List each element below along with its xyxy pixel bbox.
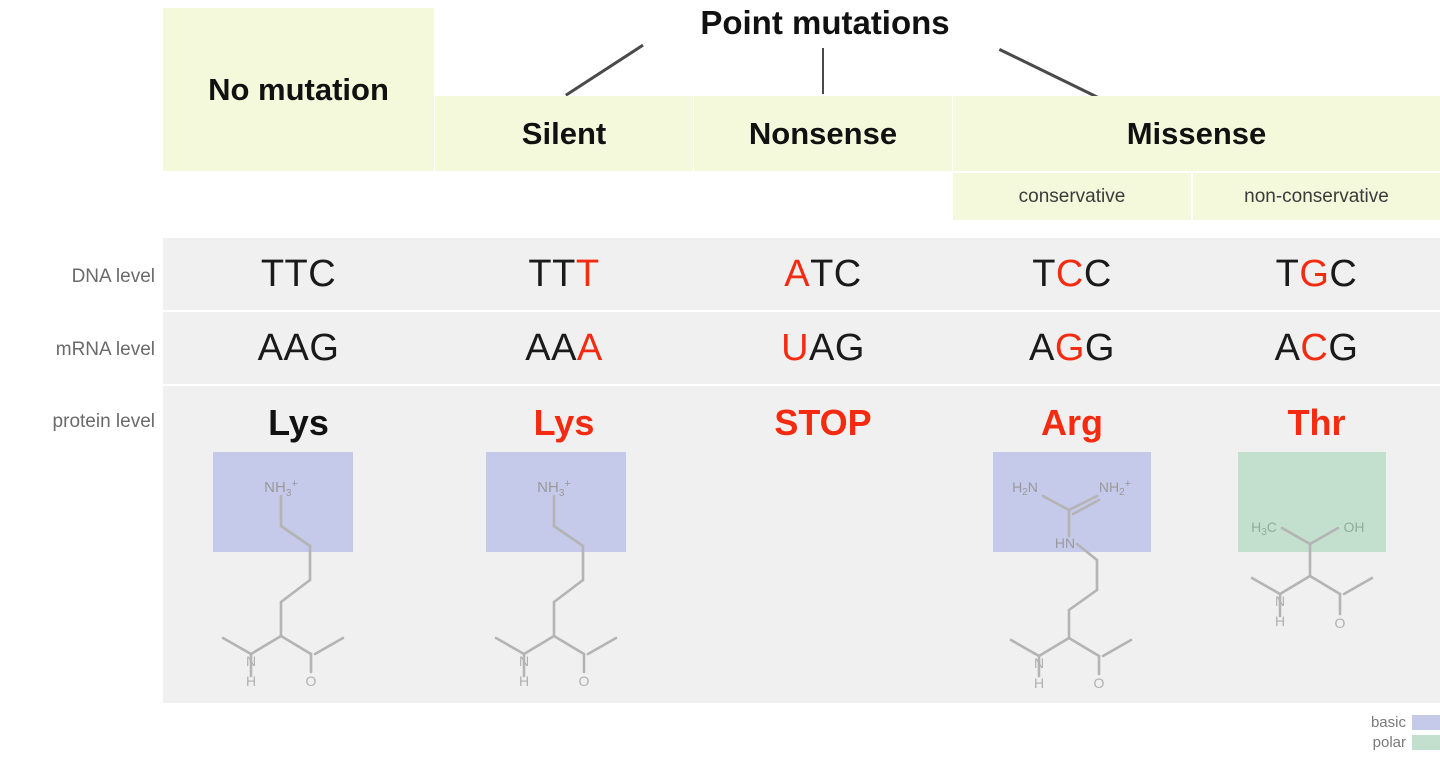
protein-cell-nonsense: STOP: [774, 402, 872, 443]
legend-item-polar: polar: [1330, 732, 1440, 752]
legend-label-basic: basic: [1370, 713, 1406, 731]
legend-label-polar: polar: [1372, 733, 1406, 751]
base: A: [1274, 326, 1301, 369]
svg-text:H: H: [1034, 675, 1044, 690]
header-nonsense: Nonsense: [694, 96, 952, 171]
mutated-base: A: [576, 326, 603, 369]
point-mutations-title: Point mutations: [700, 4, 950, 41]
dna-row-band: [163, 238, 1440, 310]
legend-swatch-polar: [1412, 734, 1440, 750]
mutated-base: U: [781, 326, 810, 369]
lysine-structure-no-mutation: NH3+ N H O: [205, 450, 395, 690]
base: T: [1032, 252, 1056, 295]
svg-text:H: H: [1275, 613, 1285, 629]
mutated-base: A: [784, 252, 811, 295]
legend: basic polar: [1330, 712, 1440, 760]
mrna-cell-no-mutation: AAG: [163, 312, 434, 384]
svg-text:N: N: [519, 653, 529, 669]
connector-line-silent: [565, 43, 644, 97]
svg-text:N: N: [1034, 655, 1044, 671]
legend-item-basic: basic: [1330, 712, 1440, 732]
svg-text:OH: OH: [1344, 519, 1365, 535]
header-no-mutation: No mutation: [163, 8, 434, 171]
base: AA: [525, 326, 577, 369]
svg-text:H: H: [519, 673, 529, 689]
row-label-dna: DNA level: [71, 266, 155, 287]
mrna-row-band: [163, 312, 1440, 384]
protein-cell-non-conservative: Thr: [1287, 402, 1346, 443]
svg-text:H3C: H3C: [1251, 519, 1277, 538]
base: T: [1275, 252, 1300, 295]
base: TC: [810, 252, 862, 295]
base: AG: [809, 326, 865, 369]
base: TTC: [260, 252, 337, 295]
svg-text:H: H: [246, 673, 256, 689]
lysine-structure-silent: NH3+ N H O: [478, 450, 668, 690]
header-missense: Missense: [953, 96, 1440, 171]
svg-text:HN: HN: [1055, 535, 1075, 551]
row-label-mrna: mRNA level: [55, 339, 155, 360]
dna-cell-no-mutation: TTC: [163, 238, 434, 310]
mutated-base: G: [1054, 326, 1085, 369]
connector-line-missense: [998, 48, 1102, 100]
base: G: [1084, 326, 1115, 369]
base: TT: [528, 252, 576, 295]
protein-cell-no-mutation: Lys: [268, 402, 329, 443]
mutated-base: C: [1055, 252, 1084, 295]
protein-row-band: [163, 386, 1440, 703]
svg-text:O: O: [1335, 615, 1346, 631]
row-label-protein: protein level: [52, 411, 155, 432]
mutated-base: T: [575, 252, 600, 295]
connector-line-nonsense: [822, 48, 824, 94]
mutated-base: G: [1299, 252, 1330, 295]
protein-cell-silent: Lys: [533, 402, 595, 443]
svg-text:N: N: [246, 653, 256, 669]
threonine-structure-non-conservative: H3C OH N H O: [1230, 450, 1420, 690]
svg-text:O: O: [579, 673, 590, 689]
svg-text:N: N: [1275, 593, 1285, 609]
base: C: [1329, 252, 1358, 295]
legend-swatch-basic: [1412, 714, 1440, 730]
base: G: [1328, 326, 1359, 369]
header-conservative: conservative: [953, 173, 1191, 220]
base: A: [1029, 326, 1055, 369]
arginine-structure-conservative: H2N NH2+ HN N H O: [985, 450, 1175, 690]
protein-cell-conservative: Arg: [1041, 402, 1103, 443]
base: C: [1083, 252, 1112, 295]
base: AAG: [257, 326, 340, 369]
svg-text:O: O: [1094, 675, 1105, 690]
header-non-conservative: non-conservative: [1193, 173, 1440, 220]
mutated-base: C: [1300, 326, 1329, 369]
svg-text:O: O: [306, 673, 317, 689]
header-silent: Silent: [435, 96, 693, 171]
svg-text:H2N: H2N: [1012, 479, 1038, 498]
